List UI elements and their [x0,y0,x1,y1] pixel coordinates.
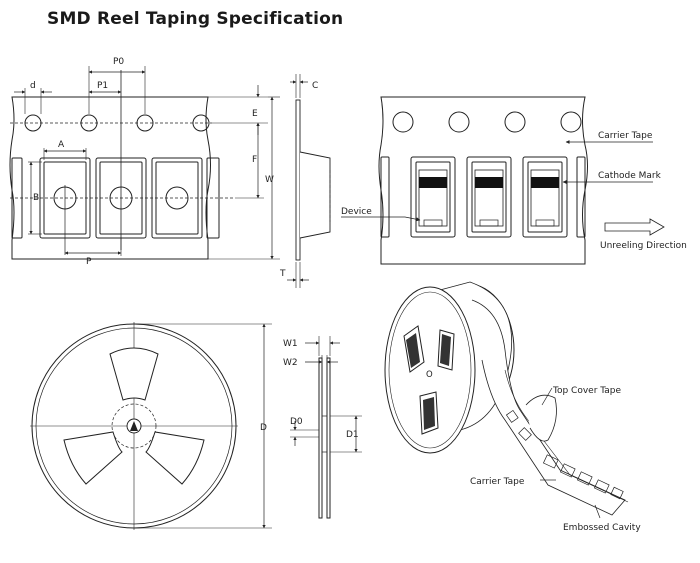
tape-side-profile [287,74,331,288]
label-top-cover-tape: Top Cover Tape [552,386,621,396]
reel-window [109,347,159,401]
reel-window [145,431,205,485]
reel-3d-view [384,281,629,519]
dim-w2: W2 [283,358,298,368]
dim-f: F [252,155,257,165]
label-embossed-cavity: Embossed Cavity [563,523,641,533]
reel-side-labels: W1 W2 D0 D1 [283,339,359,440]
label-unreeling-direction: Unreeling Direction [600,241,687,251]
dim-p: P [86,257,92,267]
dim-reel-d: D [260,423,267,433]
reel-hub-label: O [426,370,433,380]
dim-a: A [58,140,65,150]
dim-p1: P1 [97,81,108,91]
page-title: SMD Reel Taping Specification [47,9,344,29]
label-carrier-tape: Carrier Tape [598,131,653,141]
dim-b: B [33,193,39,203]
reel-side-view [290,336,362,519]
device-pocket [410,156,456,238]
reel-window [63,431,123,485]
tape-top-dim-labels: P0 P1 d A B P E F W [30,57,274,267]
device-pocket [466,156,512,238]
tape-device-view [341,96,665,265]
dim-d: d [30,81,36,91]
label-cathode-mark: Cathode Mark [598,171,662,181]
dim-w: W [265,175,274,185]
tape-device-labels: Carrier Tape Cathode Mark Device Unreeli… [341,131,687,251]
dim-d1: D1 [346,430,359,440]
embossed-cavities [505,409,624,500]
label-device: Device [341,207,372,217]
dim-w1: W1 [283,339,298,349]
dim-t: T [279,269,286,279]
dim-e: E [252,109,258,119]
tape-top-view [9,66,280,260]
device-pocket [522,156,568,238]
dim-p0: P0 [113,57,124,67]
dim-d0: D0 [290,417,303,427]
label-carrier-tape-3d: Carrier Tape [470,477,525,487]
dim-c: C [312,81,318,91]
reel-front-view [30,322,272,530]
reel-3d-labels: O Top Cover Tape Carrier Tape Embossed C… [426,370,641,533]
